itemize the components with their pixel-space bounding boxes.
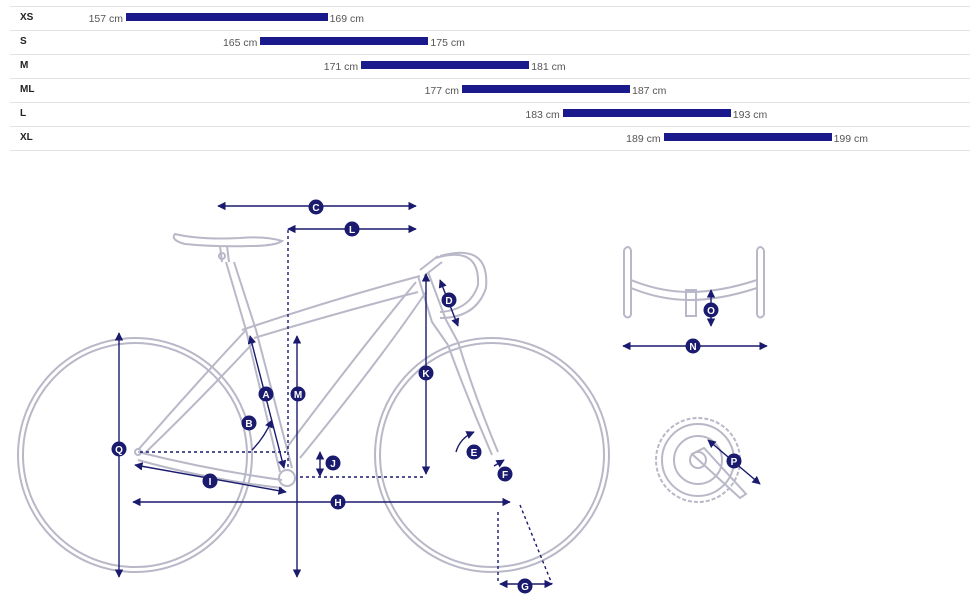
rear-wheel-inner (22, 342, 248, 568)
range-max-label: 199 cm (833, 133, 869, 145)
dimension-badge-e (466, 444, 482, 460)
range-bar (126, 13, 328, 21)
range-max-label: 187 cm (632, 85, 667, 97)
range-max-label: 175 cm (430, 37, 465, 49)
stem (419, 255, 443, 277)
dimension-letter-g: G (521, 582, 529, 593)
dimension-letter-j: J (330, 459, 336, 470)
dimension-badge-q (111, 441, 127, 457)
size-label: XL (20, 132, 33, 143)
dimension-badge-c (308, 199, 324, 215)
saddle (172, 232, 285, 248)
dimension-badge-j (325, 455, 341, 471)
dimension-letter-q: Q (115, 445, 123, 456)
range-min-label: 165 cm (222, 37, 258, 49)
dimension-lines (114, 201, 553, 589)
range-max-label: 193 cm (732, 109, 768, 121)
dimension-badge-a (258, 386, 274, 402)
rider-height-size-chart: XS 157 cm 169 cm S 165 cm 175 cm M 171 cm 181 cm… (10, 6, 970, 151)
range-bar (562, 109, 731, 117)
size-row: ML 177 cm 187 cm (10, 79, 970, 103)
range-bar (361, 61, 530, 69)
rear-wheel (17, 337, 253, 573)
dimension-badge-i (202, 473, 218, 489)
bike-outline (17, 232, 610, 573)
dimension-letter-c: C (312, 203, 319, 214)
seat-tube (225, 261, 293, 473)
size-label: L (20, 108, 27, 119)
dimension-letter-a: A (262, 390, 269, 401)
dimension-letter-n: N (689, 342, 696, 353)
dimension-letter-p: P (731, 457, 738, 468)
dimension-badge-m (290, 386, 306, 402)
size-label: S (20, 36, 27, 47)
range-min-label: 157 cm (88, 13, 123, 25)
fork (447, 341, 499, 456)
size-row: M 171 cm 181 cm (10, 55, 970, 79)
dimension-letter-k: K (422, 369, 430, 380)
dimension-badge-d (441, 292, 457, 308)
dimension-labels: C L D A B M J K E F Q I H G O N P (111, 199, 742, 594)
front-wheel-inner (379, 342, 605, 568)
dimension-letter-i: I (209, 477, 212, 488)
handlebar (435, 251, 488, 319)
down-tube (287, 281, 427, 459)
size-label: XS (20, 12, 34, 23)
size-label: ML (20, 84, 35, 95)
dimension-letter-e: E (471, 448, 478, 459)
dimension-badge-f (497, 466, 513, 482)
dimension-badge-o (703, 302, 719, 318)
dimension-letter-m: M (294, 390, 302, 401)
handlebar-detail (623, 246, 765, 319)
range-bar (462, 85, 630, 93)
front-wheel (374, 337, 610, 573)
size-label: M (20, 60, 29, 71)
range-max-label: 169 cm (329, 13, 365, 25)
range-min-label: 183 cm (525, 109, 560, 121)
range-max-label: 181 cm (531, 61, 566, 73)
dimension-letter-b: B (245, 419, 252, 430)
top-tube (241, 275, 421, 339)
range-bar (260, 37, 429, 45)
dimension-letter-o: O (707, 306, 715, 317)
dimension-badge-n (685, 338, 701, 354)
dimension-letter-h: H (334, 498, 341, 509)
dimension-badge-g (517, 578, 533, 594)
dimension-badge-k (418, 365, 434, 381)
size-row: L 183 cm 193 cm (10, 103, 970, 127)
dimension-letter-l: L (349, 225, 355, 236)
range-min-label: 171 cm (323, 61, 359, 73)
dimension-badge-l (344, 221, 360, 237)
size-row: XS 157 cm 169 cm (10, 6, 970, 31)
dimension-badge-h (330, 494, 346, 510)
seat-stay (137, 329, 255, 455)
dimension-letter-f: F (502, 470, 508, 481)
dimension-badge-p (726, 453, 742, 469)
dimension-letter-d: D (445, 296, 452, 307)
dimension-badge-b (241, 415, 257, 431)
size-row: XL 189 cm 199 cm (10, 127, 970, 151)
head-tube (417, 271, 459, 346)
range-min-label: 189 cm (626, 133, 661, 145)
range-min-label: 177 cm (424, 85, 459, 97)
range-bar (663, 133, 832, 141)
size-row: S 165 cm 175 cm (10, 31, 970, 55)
